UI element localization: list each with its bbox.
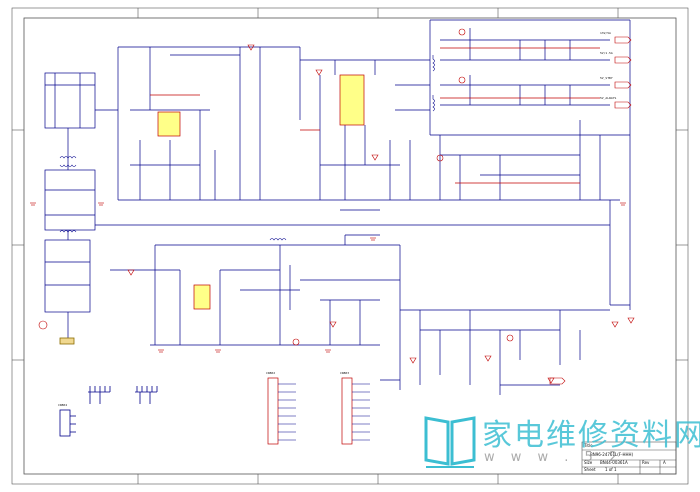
mounting-headers xyxy=(59,337,158,437)
title-block-part-number: BN96-24761L(F-HHH) xyxy=(590,452,634,457)
semiconductor-symbols xyxy=(38,28,635,384)
connector-block-1 xyxy=(267,377,279,445)
output-connectors xyxy=(549,36,632,385)
pfc-controller-ic xyxy=(157,111,181,137)
output-label-13v: 13V/5A xyxy=(600,31,611,35)
title-block-size-label: Size xyxy=(584,460,593,465)
watermark-text: 家电维修资料网 xyxy=(482,418,700,453)
title-block-drawing-number: BN44-00361A xyxy=(600,460,628,465)
output-label-5v-always: 5V_ALWAYS xyxy=(600,96,617,100)
magnetics xyxy=(59,55,435,241)
wire-network xyxy=(44,19,631,395)
output-label-5v-stby: 5V_STBY xyxy=(600,76,613,80)
connector-label-cn803: CN803 xyxy=(340,371,350,375)
sheet-border xyxy=(11,7,689,485)
book-logo-icon xyxy=(424,416,476,468)
connector-label-cn802: CN802 xyxy=(266,371,276,375)
connector-pins xyxy=(278,383,370,441)
title-block-sheet-label: Sheet xyxy=(584,467,596,472)
output-label-5v: 5V/1.5A xyxy=(600,51,613,55)
watermark-url: w w w . 5 2 xyxy=(484,450,624,465)
red-traces xyxy=(150,47,600,184)
pwm-controller-ic xyxy=(339,74,365,126)
ground-symbols xyxy=(30,202,626,353)
title-block-sheet-value: 1 of 1 xyxy=(605,467,617,472)
title-block-title-label: Title xyxy=(584,443,593,448)
watermark: 家电维修资料网 w w w . 5 2 xyxy=(422,410,700,474)
title-block-rev-value: A xyxy=(663,460,666,465)
connector-label-cn804: CN804 xyxy=(58,403,68,407)
title-block-rev-label: Rev xyxy=(642,460,650,465)
ic-packages xyxy=(157,74,365,445)
connector-block-2 xyxy=(341,377,353,445)
standby-controller-ic xyxy=(193,284,211,310)
title-block xyxy=(581,441,677,475)
